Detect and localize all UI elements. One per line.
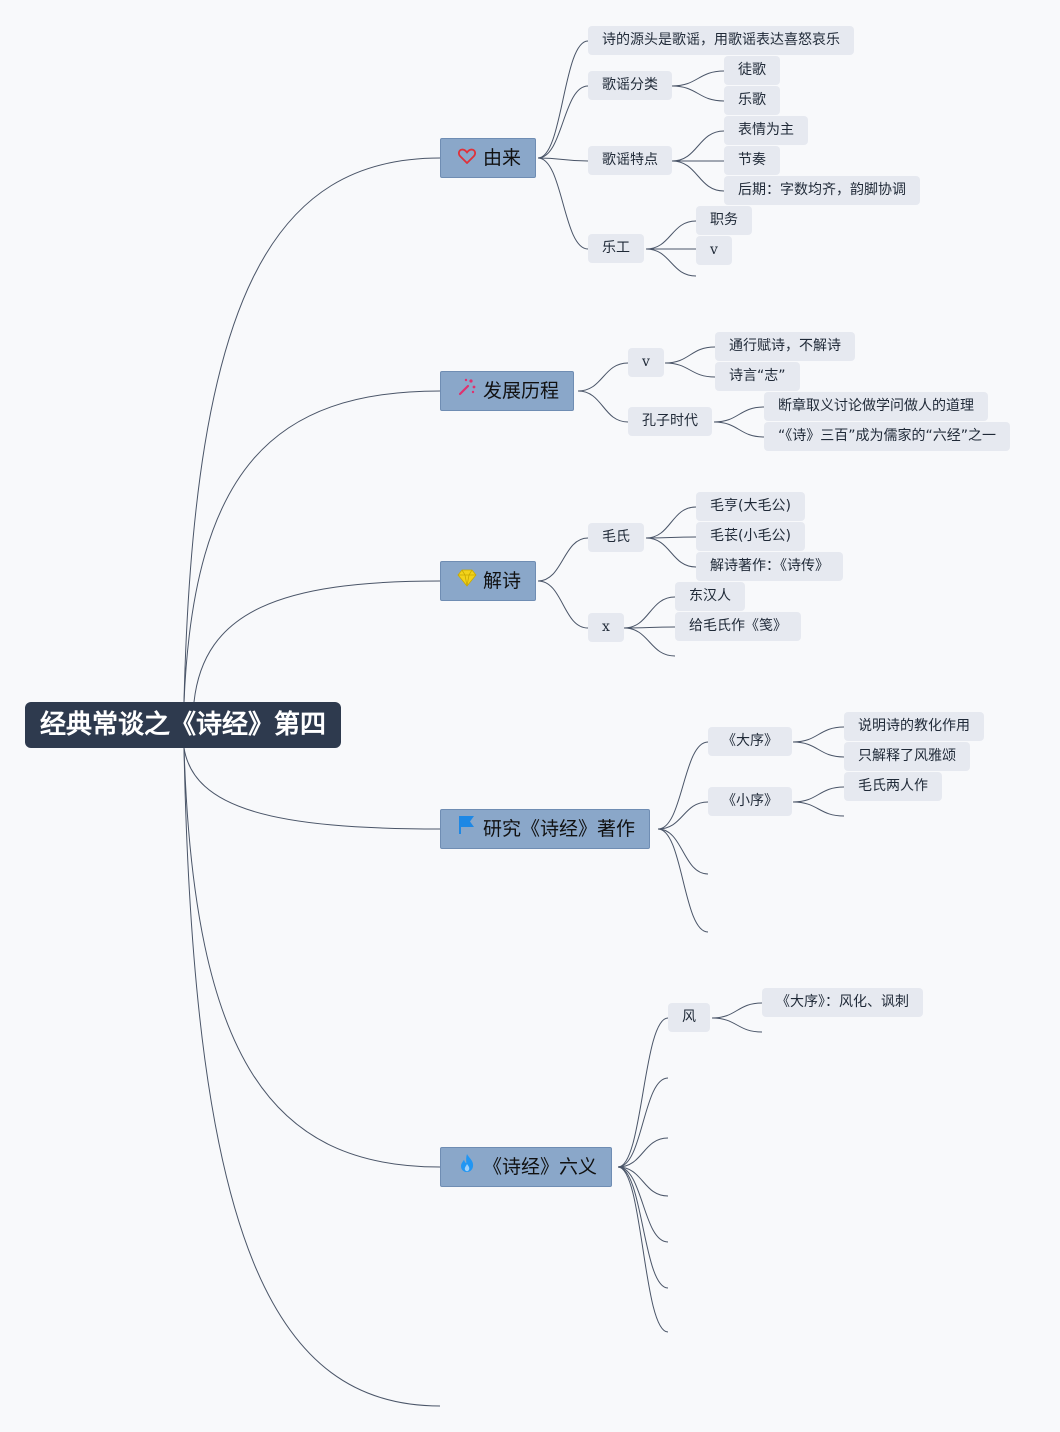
mao-clan[interactable]: 毛氏 (588, 523, 644, 552)
connector-line (792, 801, 845, 817)
connector-line (537, 537, 589, 582)
ballad-types[interactable]: 歌谣分类 (588, 71, 672, 100)
connector-line (617, 1017, 669, 1168)
musician-item[interactable]: v (696, 236, 732, 265)
history-v[interactable]: v (628, 348, 664, 377)
heart-icon (457, 140, 477, 178)
connector-line (645, 220, 697, 250)
connector-line (671, 130, 725, 162)
ballad-feature-item[interactable]: 表情为主 (724, 116, 808, 145)
connector-line (657, 828, 709, 933)
topic-interpretation[interactable]: 解诗 (440, 561, 537, 601)
connector-line (657, 741, 709, 830)
connector-line (577, 390, 629, 423)
musician-item[interactable]: 职务 (696, 206, 752, 235)
connector-line (645, 537, 697, 568)
topic-label: 解诗 (483, 570, 522, 592)
root-branch-line (183, 747, 441, 1168)
great-preface-item[interactable]: 只解释了风雅颂 (844, 742, 970, 771)
interpretation-x[interactable]: x (588, 613, 624, 642)
connector-line (792, 741, 845, 758)
flame-icon (457, 1149, 477, 1187)
topic-label: 研究《诗经》著作 (483, 818, 636, 840)
confucius-item[interactable]: 断章取义讨论做学问做人的道理 (764, 392, 988, 421)
connector-line (711, 1002, 763, 1019)
topic-label: 《诗经》六义 (483, 1156, 598, 1178)
history-v-item[interactable]: 诗言“志” (715, 362, 800, 391)
mao-item[interactable]: 解诗著作：《诗传》 (696, 552, 843, 581)
connector-line (792, 726, 845, 743)
connector-line (537, 157, 589, 162)
great-preface[interactable]: 《大序》 (708, 727, 792, 756)
connector-line (623, 596, 676, 629)
ballad-features[interactable]: 歌谣特点 (588, 146, 672, 175)
topic-research[interactable]: 研究《诗经》著作 (440, 809, 651, 849)
ballad-feature-item[interactable]: 节奏 (724, 146, 780, 175)
ballad-type-item[interactable]: 徒歌 (724, 56, 780, 85)
connector-line (792, 786, 845, 803)
connector-line (657, 828, 709, 875)
connector-line (617, 1137, 669, 1168)
root-branch-line (193, 580, 441, 703)
connector-line (617, 1166, 669, 1289)
musicians[interactable]: 乐工 (588, 234, 644, 263)
topic-label: 发展历程 (483, 380, 560, 402)
connector-line (713, 421, 765, 438)
connector-line (713, 406, 765, 423)
origin-source[interactable]: 诗的源头是歌谣，用歌谣表达喜怒哀乐 (588, 26, 854, 55)
connector-line (577, 362, 629, 392)
magic-wand-icon (457, 373, 477, 411)
feng-item[interactable]: 《大序》：风化、讽刺 (762, 988, 923, 1017)
connector-line (645, 506, 697, 539)
root-branch-line (183, 747, 441, 1407)
great-preface-item[interactable]: 说明诗的教化作用 (844, 712, 984, 741)
connector-line (664, 362, 716, 378)
connector-line (671, 85, 725, 102)
connector-line (657, 801, 709, 830)
connector-line (617, 1166, 669, 1197)
confucius-era[interactable]: 孔子时代 (628, 407, 712, 436)
small-preface[interactable]: 《小序》 (708, 787, 792, 816)
feng[interactable]: 风 (668, 1003, 710, 1032)
root-branch-line (183, 747, 441, 830)
connector-line (623, 627, 676, 657)
connector-line (671, 160, 725, 192)
topic-six-principles[interactable]: 《诗经》六义 (440, 1147, 613, 1187)
connector-line (645, 536, 697, 539)
connector-line (537, 157, 589, 250)
small-preface-item[interactable]: 毛氏两人作 (844, 772, 942, 801)
connector-line (537, 40, 589, 159)
topic-history[interactable]: 发展历程 (440, 371, 575, 411)
root-branch-line (183, 157, 441, 703)
topic-label: 由来 (483, 147, 522, 169)
root-topic[interactable]: 经典常谈之《诗经》第四 (25, 702, 341, 748)
connector-line (617, 1166, 669, 1333)
x-item[interactable]: 东汉人 (675, 582, 745, 611)
flag-icon (457, 811, 477, 849)
mao-item[interactable]: 毛亨(大毛公) (696, 492, 805, 521)
connector-line (537, 580, 589, 629)
ballad-feature-item[interactable]: 后期：字数均齐，韵脚协调 (724, 176, 920, 205)
connector-line (711, 1017, 763, 1033)
connector-line (623, 626, 676, 629)
history-v-item[interactable]: 通行赋诗，不解诗 (715, 332, 855, 361)
confucius-item[interactable]: “《诗》三百”成为儒家的“六经”之一 (764, 422, 1011, 451)
connector-line (537, 85, 589, 159)
connector-line (645, 248, 697, 277)
diamond-icon (457, 563, 477, 601)
connector-line (617, 1166, 669, 1243)
mao-item[interactable]: 毛苌(小毛公) (696, 522, 805, 551)
ballad-type-item[interactable]: 乐歌 (724, 86, 780, 115)
connector-line (617, 1077, 669, 1168)
root-branch-line (183, 390, 441, 703)
x-item[interactable]: 给毛氏作《笺》 (675, 612, 801, 641)
topic-origin[interactable]: 由来 (440, 138, 537, 178)
connector-line (671, 70, 725, 87)
connector-line (664, 346, 716, 364)
